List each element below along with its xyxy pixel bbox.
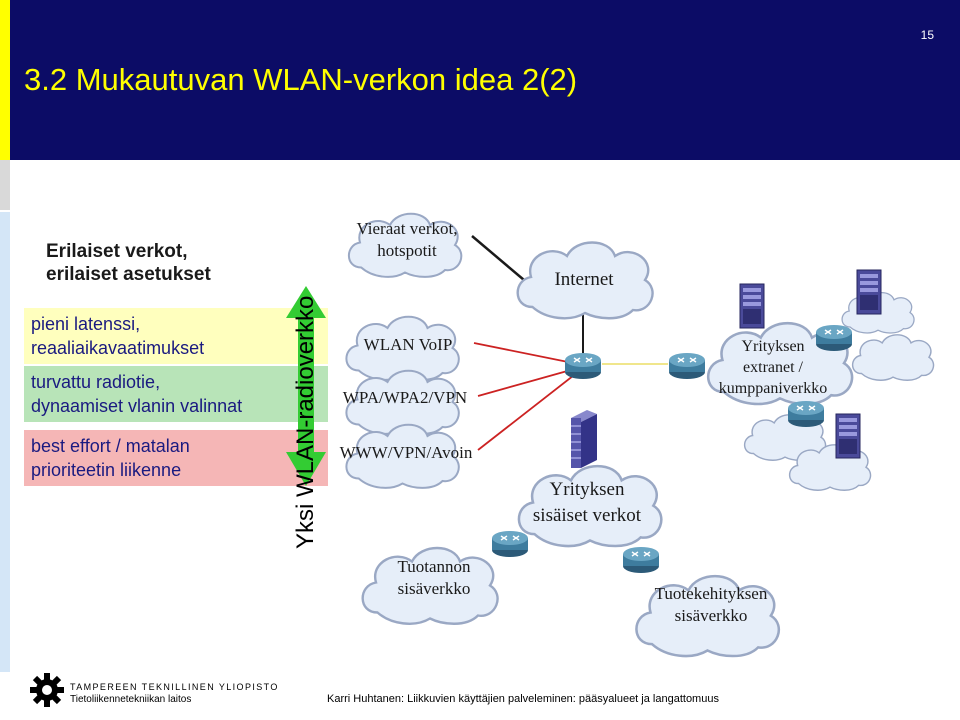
label-rnd-line-1: Tuotekehityksen [655, 584, 768, 603]
label-extranet-line-3: kumppaniverkko [719, 380, 827, 397]
server-1-icon [739, 283, 765, 329]
link-www-router [477, 371, 579, 451]
band-1-line-2: reaaliaikavaatimukset [31, 338, 205, 358]
label-www: WWW/VPN/Avoin [340, 443, 473, 462]
university-name: TAMPEREEN TEKNILLINEN YLIOPISTO [70, 682, 279, 692]
link-wpa-router [477, 367, 579, 397]
band-secured-radio: turvattu radiotie, dynaamiset vlanin val… [24, 366, 328, 422]
label-extranet-line-1: Yrityksen [741, 338, 804, 355]
label-production-line-1: Tuotannon [397, 557, 471, 576]
slide-header [0, 0, 960, 160]
band-3-line-2: prioriteetin liikenne [31, 460, 182, 480]
band-low-latency: pieni latenssi, reaaliaikavaatimukset [24, 308, 328, 364]
server-2-icon [856, 269, 882, 315]
label-internet: Internet [554, 269, 614, 290]
label-wpa: WPA/WPA2/VPN [343, 388, 467, 407]
label-guest-line-1: Vieraat verkot, [357, 219, 458, 238]
department-name: Tietoliikennetekniikan laitos [70, 694, 192, 705]
router-partner-2-icon [787, 400, 825, 428]
label-wlan-voip: WLAN VoIP [364, 335, 453, 354]
server-3-icon [835, 413, 861, 459]
left-strip-blue [0, 212, 10, 672]
band-1-line-1: pieni latenssi, [31, 314, 141, 334]
band-best-effort: best effort / matalan prioriteetin liike… [24, 430, 328, 486]
band-2-line-1: turvattu radiotie, [31, 372, 161, 392]
label-production-line-2: sisäverkko [398, 579, 471, 598]
left-heading: Erilaiset verkot, erilaiset asetukset [46, 240, 211, 286]
left-strip-gray [0, 160, 10, 210]
label-rnd-line-2: sisäverkko [675, 606, 748, 625]
title-accent-bar [0, 0, 10, 160]
vertical-label: Yksi WLAN-radioverkko [292, 295, 319, 549]
double-arrow-icon [286, 286, 326, 486]
firewall-icon [571, 410, 597, 468]
university-gear-icon [30, 673, 64, 707]
band-2-line-2: dynaamiset vlanin valinnat [31, 396, 243, 416]
band-3-line-1: best effort / matalan [31, 436, 190, 456]
router-rnd-icon [622, 546, 660, 574]
label-extranet-line-2: extranet / [743, 359, 804, 376]
heading-line-1: Erilaiset verkot, [46, 241, 188, 262]
page-number: 15 [920, 28, 934, 42]
label-internal-line-1: Yrityksen [550, 479, 625, 500]
label-guest-line-2: hotspotit [377, 241, 437, 260]
heading-line-2: erilaiset asetukset [46, 264, 211, 285]
router-partner-1-icon [815, 324, 853, 352]
label-internal-line-2: sisäiset verkot [533, 505, 642, 526]
slide-title: 3.2 Mukautuvan WLAN-verkon idea 2(2) [24, 62, 578, 97]
router-production-icon [491, 530, 529, 558]
cloud-partner-2 [851, 334, 935, 381]
footer-text: Karri Huhtanen: Liikkuvien käyttäjien pa… [327, 693, 719, 705]
router-main-icon [564, 352, 602, 380]
link-guest-internet [471, 235, 525, 281]
link-voip-router [473, 342, 579, 365]
router-extranet-icon [668, 352, 706, 380]
